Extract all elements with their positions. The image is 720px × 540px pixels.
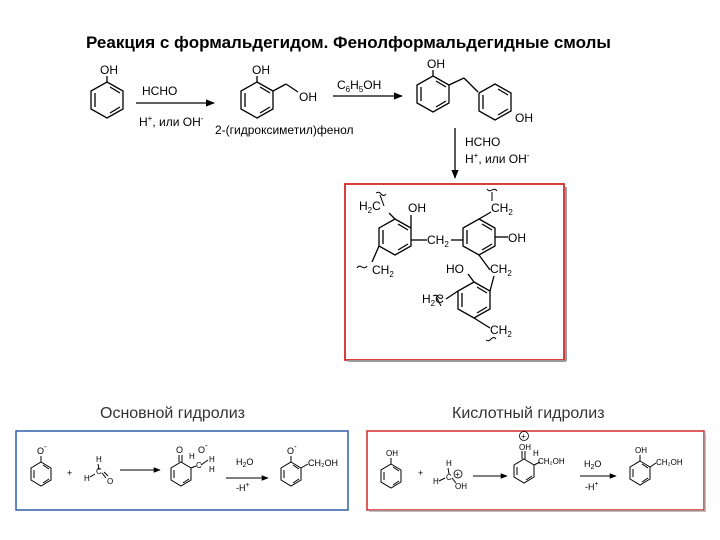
resin-ch2-bottom: CH2 [490,323,512,339]
resin-oh-1: OH [408,201,426,215]
resin-h2c-bottom: H2C [422,292,444,308]
basic-phenoxide-o: O [37,446,44,456]
basic-water: H2O [236,457,253,469]
basic-int-h3: H [209,465,215,474]
reagent-hcho-3: HCHO [465,135,500,149]
resin-structure: H2C OH CH2 CH2 OH CH2 HO CH2 H2C CH2 [356,188,526,342]
basic-h-top: H [96,455,102,464]
svg-text:-: - [294,442,297,451]
basic-c: C [96,467,102,476]
basic-o: O [107,477,113,486]
page-title: Реакция с формальдегидом. Фенолформальде… [86,33,611,52]
basic-int-h2: H [209,455,215,464]
basic-prod-ch2oh: CH₂OH [308,458,338,468]
product1-name: 2-(гидроксиметил)фенол [215,123,354,137]
basic-int-c: C [196,461,202,470]
acidic-h-top: H [446,459,452,468]
resin-ho-3: HO [446,262,464,276]
product1-chain-oh: OH [299,90,317,104]
resin-h2c-top: H2C [359,199,381,215]
resin-oh-2: OH [508,231,526,245]
product2-oh-1: OH [427,57,445,71]
basic-heading: Основной гидролиз [100,405,245,422]
acidic-int-ch2oh: CH₂OH [538,457,565,466]
hydroxymethylphenol-structure: OH OH 2-(гидроксиметил)фенол [215,63,354,137]
basic-scheme: O - + H H C O O H O - H C H H2O -H+ [30,441,338,493]
acidic-phenol-oh: OH [386,449,398,458]
acidic-c: C [446,473,452,482]
acidic-h-left: H [433,477,439,486]
acidic-water: H2O [584,459,601,471]
svg-text:+: + [455,470,460,479]
resin-ch2-bridge: CH2 [427,233,449,249]
basic-int-h: H [189,452,195,461]
basic-box [15,430,349,511]
phenol-structure: OH [90,63,124,119]
basic-prod-o: O [287,446,294,456]
condition-1: H+, или OH- [139,114,204,129]
condition-3: H+, или OH- [465,151,530,166]
resin-ch2-left: CH2 [372,263,394,279]
basic-int-o: O [176,445,183,455]
acidic-prod-ch2oh: CH₂OH [656,458,683,467]
reagent-hcho-1: HCHO [142,84,177,98]
acidic-oh: OH [455,482,467,491]
acidic-int-h: H [533,449,539,458]
reagent-phenol: C6H5OH [337,78,381,94]
acidic-int-oh: OH [519,443,531,452]
acidic-plus: + [418,468,423,478]
svg-text:-: - [44,442,47,451]
acidic-scheme: OH + H H C + OH + OH H CH₂OH H2O -H+ OH [380,431,683,492]
phenol-oh-label: OH [100,63,118,77]
product1-ring-oh: OH [252,63,270,77]
basic-int-o2: O [198,445,205,455]
basic-plus: + [67,468,72,478]
product2-oh-2: OH [515,111,533,125]
diphenylmethane-structure: OH OH [416,57,533,125]
basic-minus-h: -H+ [236,482,250,493]
basic-h-left: H [84,474,90,483]
acidic-prod-oh: OH [635,446,647,455]
svg-text:+: + [521,432,526,441]
resin-ch2-top-right: CH2 [491,201,513,217]
resin-ch2-mid-right: CH2 [490,262,512,278]
resin-box [344,183,565,361]
acidic-heading: Кислотный гидролиз [452,405,605,422]
svg-text:-: - [205,441,208,450]
acidic-box [366,430,705,511]
acidic-minus-h: -H+ [585,481,599,492]
